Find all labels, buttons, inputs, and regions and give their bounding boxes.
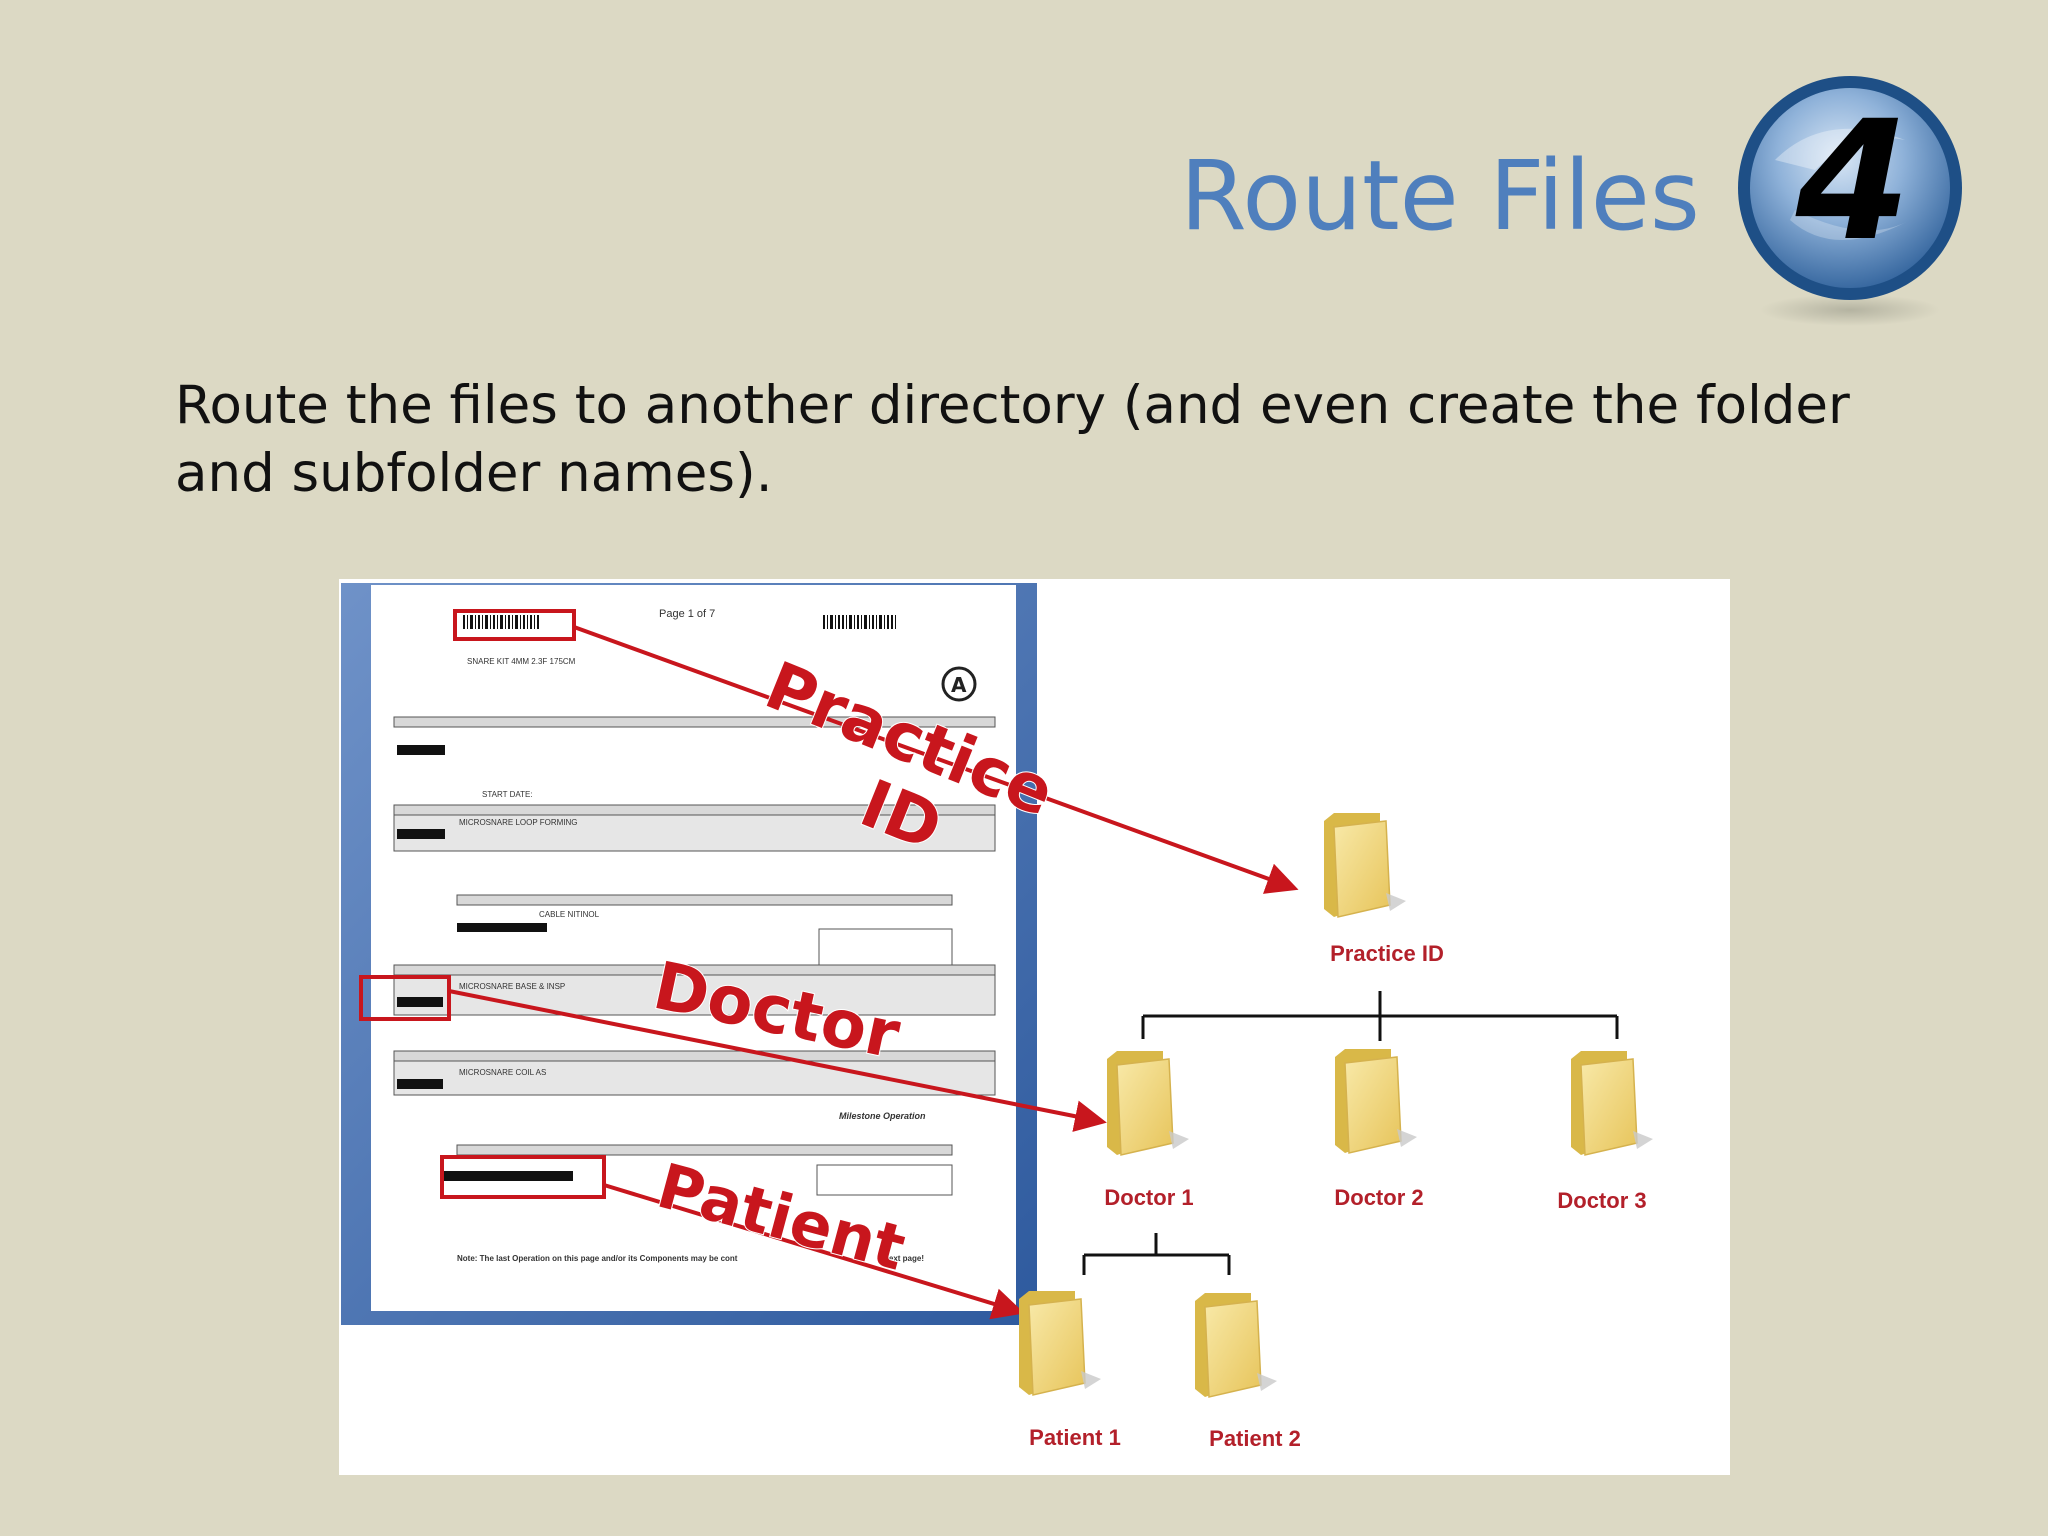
- folder-label-patient-1: Patient 1: [1029, 1425, 1121, 1450]
- folder-tree-lines: [1082, 991, 1619, 1275]
- doc-coil-line: MICROSNARE COIL AS: [459, 1068, 546, 1077]
- doc-start-date: START DATE:: [482, 790, 533, 799]
- patient-barcode-highlight: [440, 1155, 606, 1199]
- doc-note: Note: The last Operation on this page an…: [457, 1254, 738, 1263]
- practice-route-arrow: [573, 625, 1299, 894]
- step-number: 4: [1795, 85, 1911, 277]
- slide-title: Route Files: [1180, 140, 1700, 252]
- folder-label-doctor-3: Doctor 3: [1557, 1188, 1647, 1213]
- doctor-route-arrow: [448, 989, 1107, 1132]
- doctor-barcode-highlight: [359, 975, 451, 1021]
- doc-snare-line: SNARE KIT 4MM 2.3F 175CM: [467, 657, 576, 666]
- doc-loop-line: MICROSNARE LOOP FORMING: [459, 818, 578, 827]
- routing-figure: Page 1 of 7 SNARE KIT 4MM 2.3F 175CM A: [339, 579, 1730, 1475]
- practice-id-folder-icon: [1323, 812, 1407, 918]
- folder-label-patient-2: Patient 2: [1209, 1426, 1301, 1451]
- doctor-2-folder-icon: [1334, 1048, 1418, 1154]
- folder-label-doctor-1: Doctor 1: [1104, 1185, 1194, 1210]
- doctor-3-folder-icon: [1570, 1050, 1654, 1156]
- folder-label-practice-id: Practice ID: [1330, 941, 1444, 966]
- patient-1-folder-icon: [1018, 1290, 1102, 1396]
- patient-2-folder-icon: [1194, 1292, 1278, 1398]
- patient-route-arrow: [603, 1183, 1025, 1320]
- doc-base-line: MICROSNARE BASE & INSP: [459, 982, 565, 991]
- doc-page-label: Page 1 of 7: [659, 608, 715, 620]
- doctor-1-folder-icon: [1106, 1050, 1190, 1156]
- practice-barcode-highlight: [453, 609, 576, 641]
- svg-text:A: A: [951, 673, 967, 697]
- doc-milestone: Milestone Operation: [839, 1111, 926, 1121]
- step-badge: 4: [1735, 70, 1965, 330]
- scanned-document: Page 1 of 7 SNARE KIT 4MM 2.3F 175CM A: [341, 583, 1037, 1325]
- folder-label-doctor-2: Doctor 2: [1334, 1185, 1424, 1210]
- doc-note-tail: next page!: [884, 1254, 924, 1263]
- routing-diagram: Page 1 of 7 SNARE KIT 4MM 2.3F 175CM A: [341, 583, 1654, 1398]
- slide-body-text: Route the files to another directory (an…: [175, 375, 1850, 504]
- doc-cable-line: CABLE NITINOL: [539, 910, 600, 919]
